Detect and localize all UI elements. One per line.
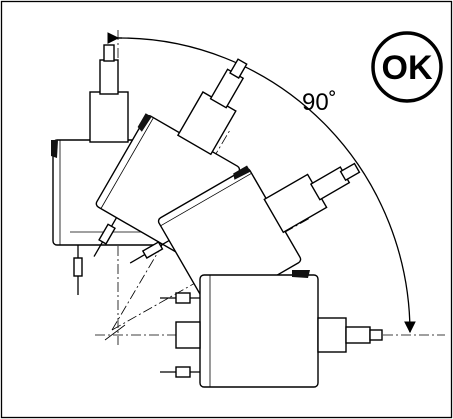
angle-arc (107, 32, 416, 334)
ok-badge-text: OK (382, 49, 433, 87)
pivot-mark (104, 324, 126, 341)
ok-badge: OK (371, 31, 443, 103)
actuator-horizontal (160, 270, 383, 388)
angle-label: 90˚ (302, 89, 337, 116)
